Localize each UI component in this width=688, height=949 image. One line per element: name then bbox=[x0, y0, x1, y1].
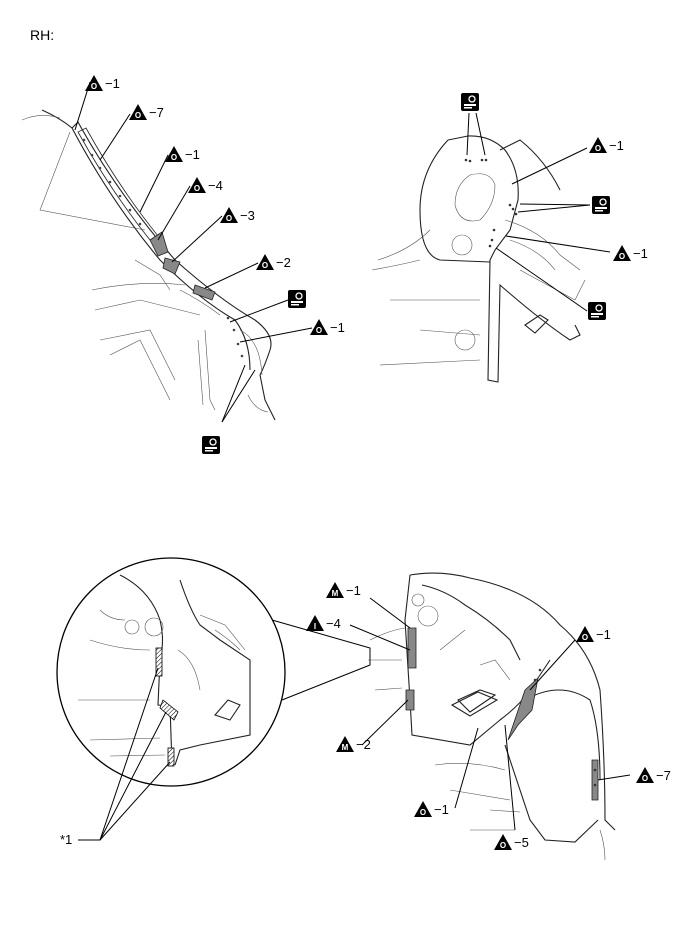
svg-text:−5: −5 bbox=[514, 835, 529, 850]
callout-r1a: O −1 bbox=[589, 137, 624, 153]
svg-text:−1: −1 bbox=[105, 76, 120, 91]
svg-text:M: M bbox=[332, 589, 339, 598]
note-label: *1 bbox=[60, 832, 72, 847]
svg-text:O: O bbox=[262, 261, 268, 270]
svg-text:−4: −4 bbox=[208, 178, 223, 193]
svg-text:O: O bbox=[619, 252, 625, 261]
svg-text:−1: −1 bbox=[330, 320, 345, 335]
svg-text:−3: −3 bbox=[240, 208, 255, 223]
svg-text:O: O bbox=[642, 774, 648, 783]
svg-text:−1: −1 bbox=[346, 583, 361, 598]
callout-b5: O −5 bbox=[494, 834, 529, 850]
svg-text:O: O bbox=[91, 82, 97, 91]
callout-v1: O −1 bbox=[85, 75, 120, 91]
svg-text:−7: −7 bbox=[149, 105, 164, 120]
sealer-icon bbox=[201, 435, 221, 455]
callout-i4: I −4 bbox=[306, 615, 341, 631]
callout-r1b: O −1 bbox=[613, 245, 648, 261]
svg-text:M: M bbox=[342, 743, 349, 752]
svg-text:I: I bbox=[314, 622, 316, 631]
svg-text:−1: −1 bbox=[633, 246, 648, 261]
svg-text:−1: −1 bbox=[185, 147, 200, 162]
callout-m1: M −1 bbox=[326, 582, 361, 598]
svg-text:O: O bbox=[500, 841, 506, 850]
sealer-icon bbox=[287, 289, 307, 309]
callout-b1b: O −1 bbox=[414, 801, 449, 817]
callout-v7: O −7 bbox=[129, 104, 164, 120]
sealer-icon bbox=[460, 92, 480, 112]
side-label: RH: bbox=[30, 27, 55, 43]
svg-text:−1: −1 bbox=[434, 802, 449, 817]
svg-text:O: O bbox=[595, 144, 601, 153]
callout-v1b: O −1 bbox=[165, 146, 200, 162]
svg-text:O: O bbox=[194, 184, 200, 193]
svg-text:−1: −1 bbox=[609, 138, 624, 153]
detail-view bbox=[56, 557, 371, 841]
svg-text:O: O bbox=[316, 326, 322, 335]
svg-text:−1: −1 bbox=[596, 627, 611, 642]
view-top-left bbox=[21, 81, 313, 423]
callout-b7: O −7 bbox=[636, 767, 671, 783]
svg-text:−4: −4 bbox=[326, 616, 341, 631]
svg-text:−2: −2 bbox=[276, 255, 291, 270]
svg-text:O: O bbox=[135, 111, 141, 120]
svg-text:−7: −7 bbox=[656, 768, 671, 783]
svg-text:O: O bbox=[582, 633, 588, 642]
sealer-icon bbox=[591, 195, 611, 215]
sealer-icon bbox=[587, 301, 607, 321]
callout-v3: O −3 bbox=[220, 207, 255, 223]
callout-v2: O −2 bbox=[256, 254, 291, 270]
callout-m2: M −2 bbox=[336, 736, 371, 752]
callout-v1c: O −1 bbox=[310, 319, 345, 335]
view-bottom-right bbox=[349, 572, 631, 861]
callout-v4: O −4 bbox=[188, 177, 223, 193]
svg-text:O: O bbox=[226, 214, 232, 223]
view-top-right bbox=[371, 112, 611, 383]
svg-text:O: O bbox=[420, 808, 426, 817]
svg-text:O: O bbox=[171, 153, 177, 162]
svg-text:−2: −2 bbox=[356, 737, 371, 752]
callout-b1a: O −1 bbox=[576, 626, 611, 642]
